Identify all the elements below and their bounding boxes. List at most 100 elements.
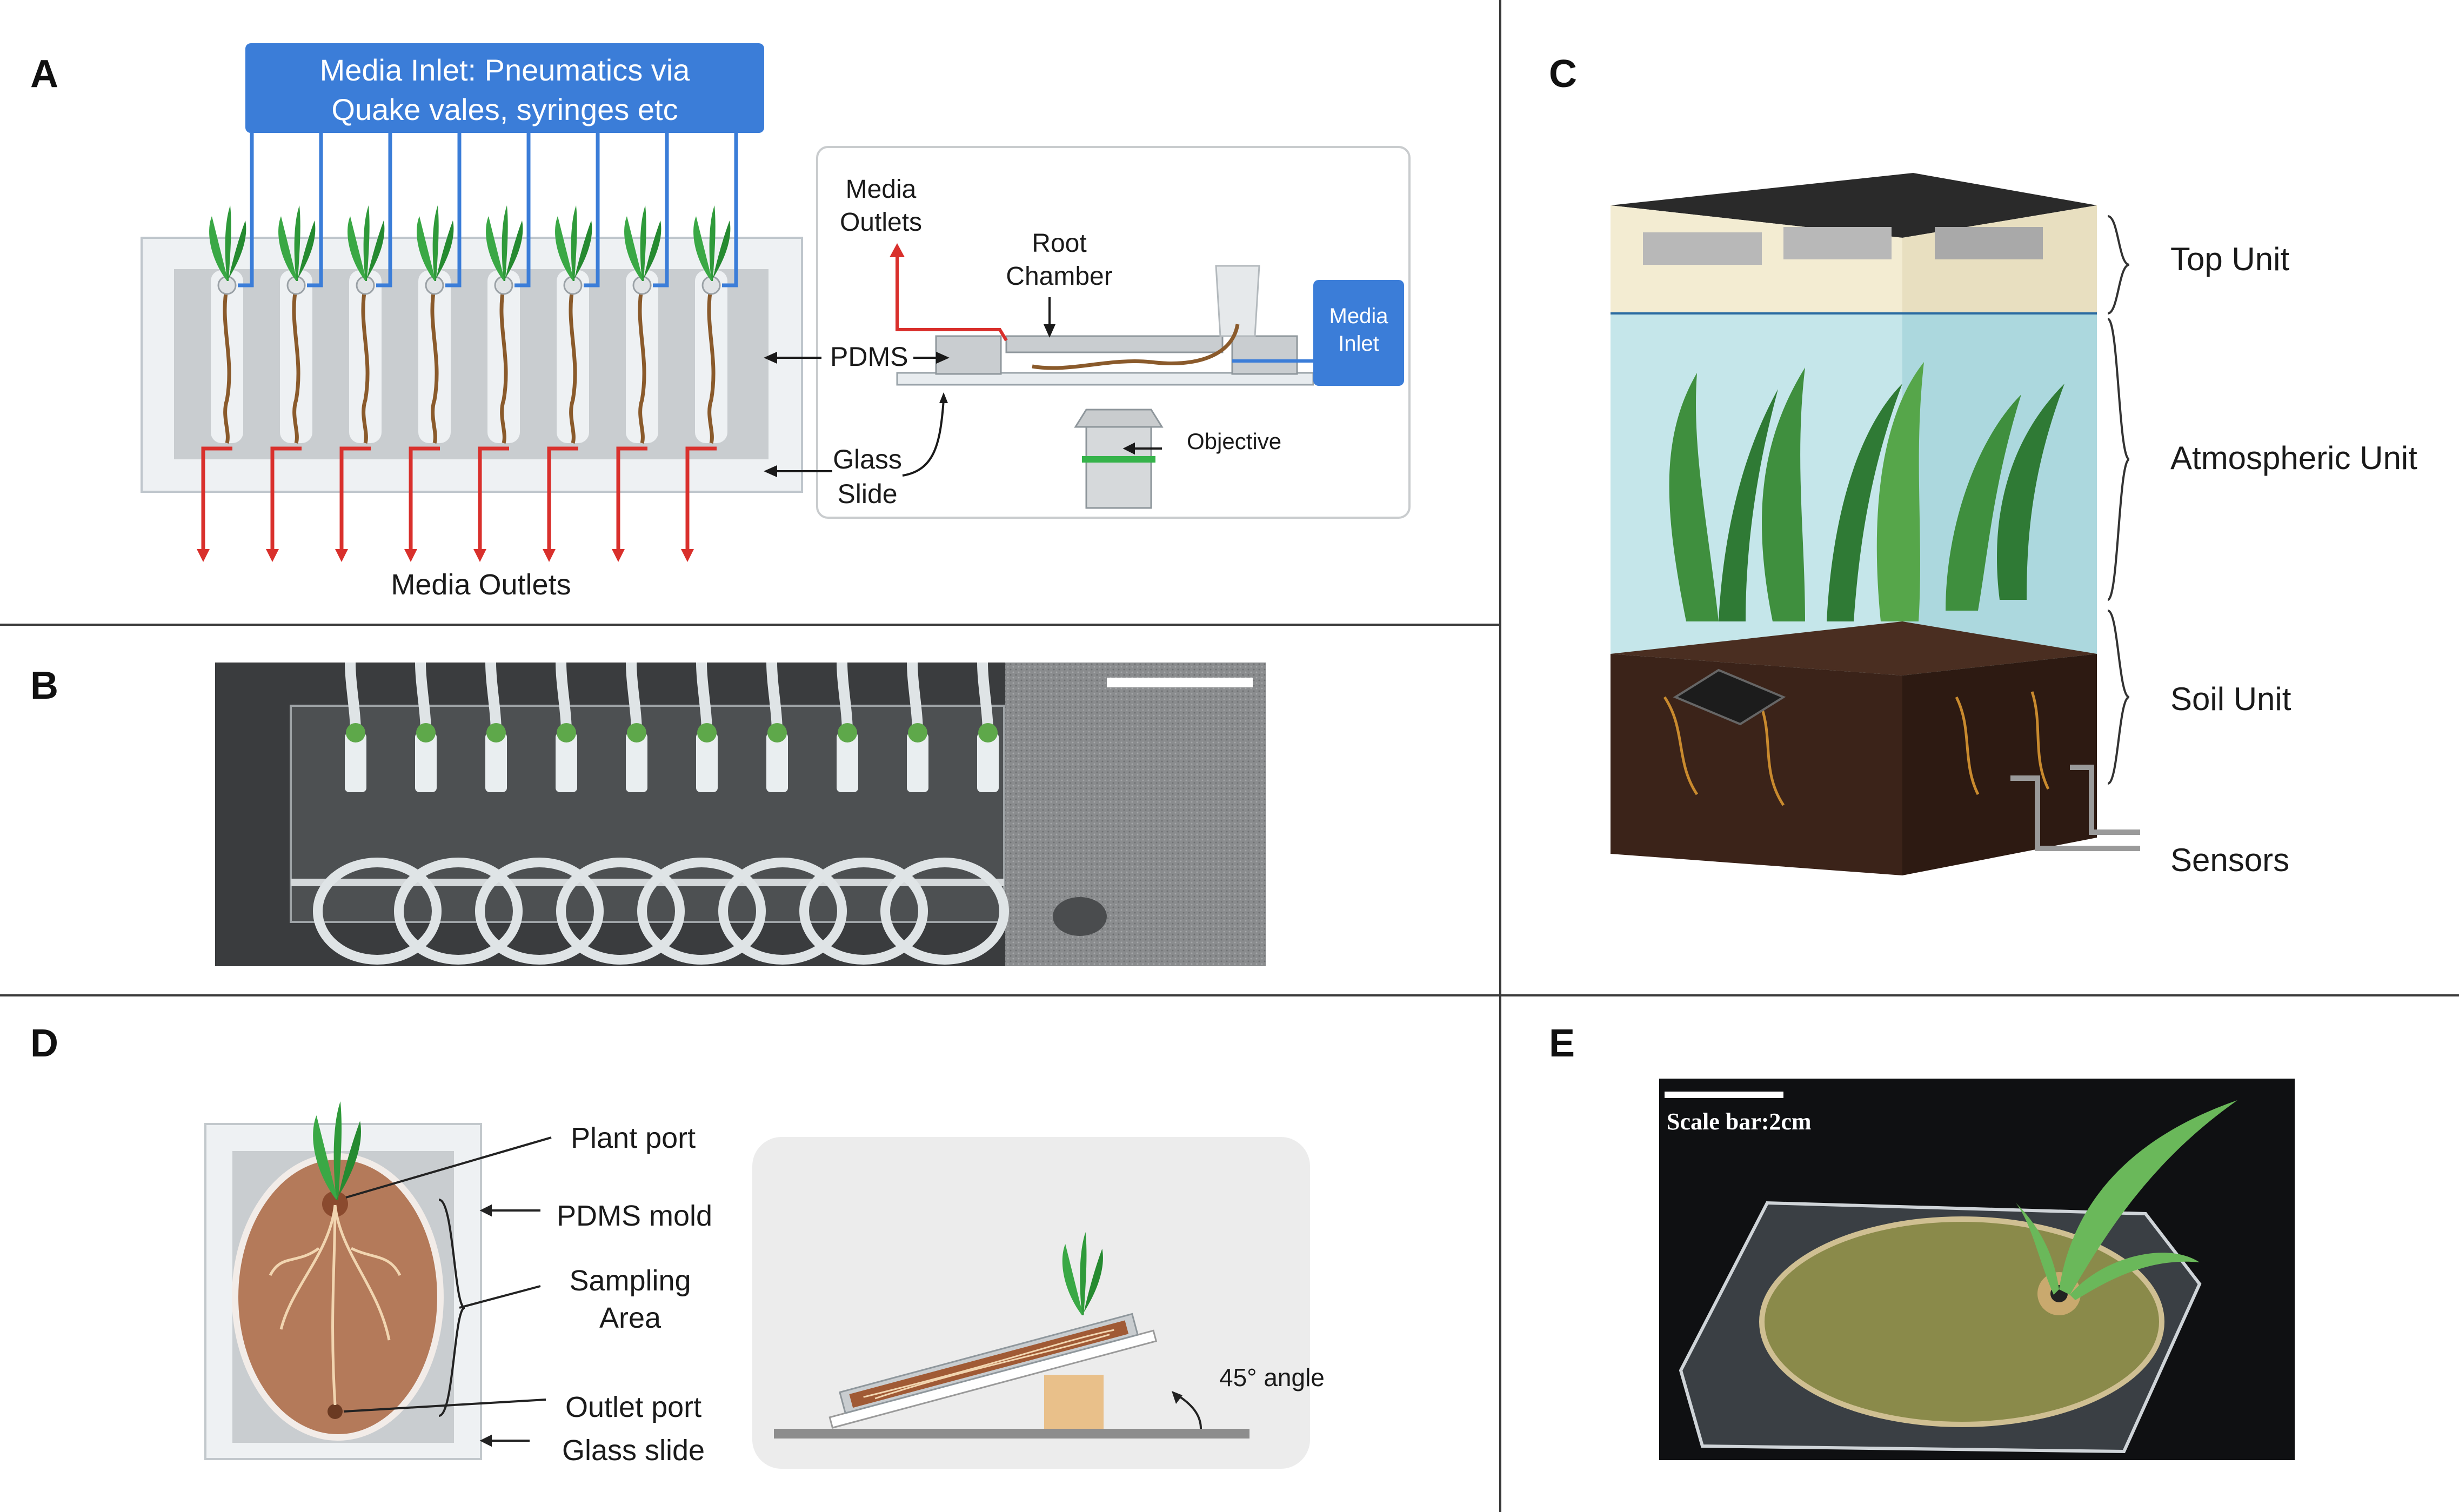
panel-letter-c: C: [1549, 52, 1577, 96]
angle-label: 45° angle: [1219, 1363, 1325, 1391]
seedling: [416, 723, 436, 742]
inlet-tube: [837, 663, 853, 738]
panel-letter-a: A: [30, 52, 58, 96]
chip-inner: [174, 269, 769, 459]
inset-root: [1032, 324, 1240, 370]
grass-blades: [1669, 362, 2064, 621]
scale-bar-b: [1107, 678, 1253, 687]
photo-chip-array: [290, 663, 1266, 966]
seedling: [627, 723, 646, 742]
inlet-channel: [445, 133, 462, 287]
outlet-channel: [616, 446, 647, 551]
seedling-icon: [693, 205, 731, 281]
inset-media-inlet-line2: Inlet: [1338, 332, 1379, 356]
panel-e-photo: Scale bar:2cm: [1659, 1079, 2295, 1460]
inlet-tube: [415, 663, 431, 738]
seedling-icon: [417, 205, 454, 281]
outlet-channel: [201, 446, 232, 551]
inset-media-inlet-label: Media Inlet: [1313, 303, 1404, 358]
inlet-channel: [376, 133, 392, 287]
inlet-channel: [307, 133, 323, 287]
inset-plant-pot: [1215, 265, 1260, 337]
inlet-tube: [626, 663, 642, 738]
pdms-label: PDMS: [830, 342, 908, 372]
tube-fitting: [696, 733, 718, 792]
seedling-icon: [624, 205, 661, 281]
divider-row2: [0, 994, 2459, 996]
plant-port-label: Plant port: [571, 1122, 696, 1154]
inset-media-inlet-box: [1313, 280, 1404, 386]
inset-media-outlets-label: Media Outlets: [816, 173, 946, 239]
soil-sensor-device: [1673, 668, 1786, 726]
top-unit-lid: [1611, 173, 2097, 238]
soil-unit-label: Soil Unit: [2170, 681, 2291, 717]
root-chamber-line2: Chamber: [1006, 262, 1113, 291]
tube-fitting: [485, 733, 507, 792]
scale-bar-label: Scale bar:2cm: [1667, 1108, 1812, 1135]
panel-letter-b: B: [30, 664, 58, 707]
outlet-channel: [547, 446, 578, 551]
inlet-tube: [696, 663, 712, 738]
seedling-icon: [209, 205, 246, 281]
seedling: [557, 723, 576, 742]
coiled-tube: [799, 858, 928, 965]
rig-tilted-slide: [828, 1329, 1158, 1429]
angle-arc: [1178, 1395, 1202, 1429]
seedling-icon: [313, 1101, 361, 1200]
outlet-port: [328, 1404, 343, 1419]
photo-soil-disc: [1759, 1216, 2164, 1427]
root-chamber-label: Root Chamber: [989, 227, 1130, 293]
inlet-tube: [485, 663, 502, 738]
sensor-probes: [2010, 765, 2140, 851]
outlet-channel: [409, 446, 440, 551]
root-system: [269, 1205, 402, 1406]
inlet-tube: [556, 663, 572, 738]
scale-bar-e: [1665, 1092, 1783, 1098]
root-chamber-line1: Root: [1032, 229, 1087, 258]
objective-label: Objective: [1187, 429, 1282, 454]
seedling: [697, 723, 717, 742]
plant-port: [322, 1191, 348, 1217]
panel-letter-e: E: [1549, 1022, 1575, 1065]
seedling-icon: [278, 205, 316, 281]
coiled-tube: [880, 858, 1009, 965]
tube-fitting: [837, 733, 858, 792]
inset-pdms-right: [1231, 335, 1298, 375]
outlet-channel: [339, 446, 371, 551]
media-inlet-header: Media Inlet: Pneumatics via Quake vales,…: [245, 43, 764, 133]
sampling-area-line1: Sampling: [569, 1265, 691, 1297]
pdms-mold-label: PDMS mold: [557, 1200, 713, 1232]
media-inlet-header-line1: Media Inlet: Pneumatics via: [319, 53, 690, 87]
coiled-tube: [718, 858, 847, 965]
tube-fitting: [626, 733, 647, 792]
glass-slide-d-label: Glass slide: [562, 1434, 705, 1467]
glass-slide-curved-leader: [902, 392, 948, 477]
rig-support-block: [1044, 1375, 1104, 1429]
glass-slide-line1: Glass: [833, 444, 902, 474]
coiled-tube: [394, 858, 523, 965]
inset-outlet-tube: [896, 254, 1008, 342]
inlet-tube: [766, 663, 783, 738]
outlet-port-label: Outlet port: [565, 1391, 702, 1423]
inset-diagram: [890, 243, 1404, 509]
seedling: [486, 723, 506, 742]
seedling: [978, 723, 998, 742]
soil-unit-front: [1611, 654, 1902, 875]
photo-right-background: [1005, 663, 1266, 966]
glass-slide-label: Glass Slide: [832, 442, 903, 511]
terrarium-diagram: [1611, 173, 2140, 875]
sampling-area-line2: Area: [599, 1302, 661, 1335]
seedling: [767, 723, 787, 742]
objective-lens-icon: [1074, 409, 1164, 509]
photo-soil-device: [1665, 1092, 2237, 1454]
tube-fitting: [977, 733, 999, 792]
inlet-tube: [977, 663, 993, 738]
inset-chamber-top: [1005, 335, 1224, 353]
soil-unit-side: [1902, 654, 2097, 875]
divider-row1: [0, 624, 1499, 626]
inlet-channel: [653, 133, 669, 287]
pdms-glass-leaders: [764, 351, 950, 478]
tube-fitting: [415, 733, 437, 792]
tube-fitting: [556, 733, 577, 792]
coiled-tube: [475, 858, 604, 965]
